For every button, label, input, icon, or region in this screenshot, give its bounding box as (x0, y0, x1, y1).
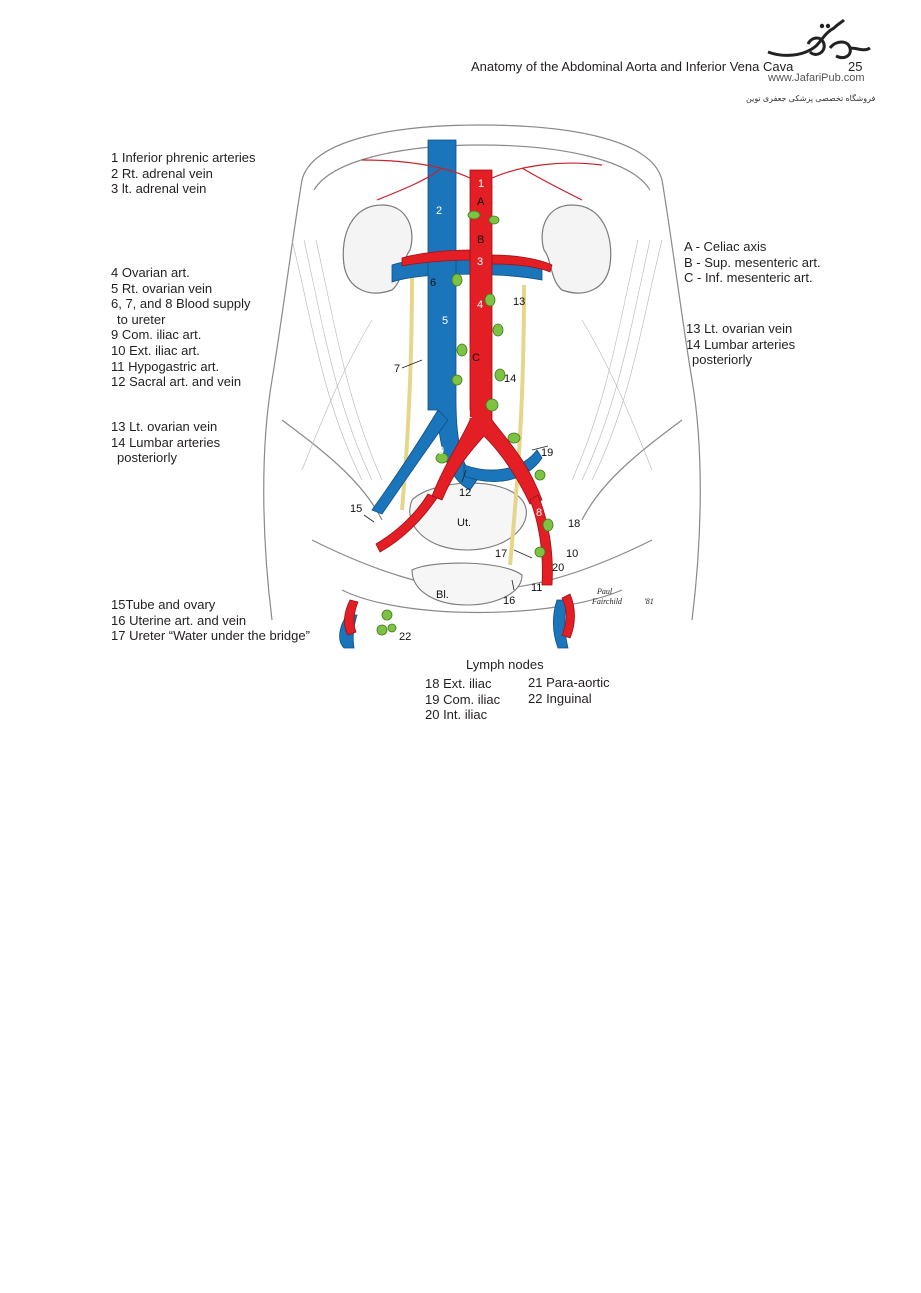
legend-item: 10 Ext. iliac art. (111, 342, 200, 358)
legend-item: 22 Inguinal (528, 690, 592, 706)
legend-item: 14 Lumbar arteries (111, 434, 221, 450)
legend-item: 19 Com. iliac (425, 691, 501, 707)
leader-lines (363, 359, 549, 591)
legend-item: 3 lt. adrenal vein (111, 181, 207, 197)
legend-item: 9 Com. iliac art. (111, 327, 202, 343)
callout-A: A (477, 196, 485, 208)
legend-item: 5 Rt. ovarian vein (111, 280, 213, 296)
legend-item: 21 Para-aortic (528, 675, 610, 690)
legend-item: posteriorly (692, 352, 752, 368)
legend-item: 11 Hypogastric art. (111, 358, 220, 374)
legend-item: C - Inf. mesenteric art. (684, 270, 813, 286)
artist-signature-line-1: Paul (596, 587, 613, 596)
store-name: فروشگاه تخصصی پزشکی جعفری نوین (746, 94, 876, 103)
callout-4: 4 (477, 299, 483, 311)
callout-8: 8 (536, 507, 542, 519)
lymph-nodes-col2: 21 Para-aortic 22 Inguinal (528, 675, 610, 706)
callout-5: 5 (442, 315, 448, 327)
callout-11: 11 (531, 582, 542, 594)
publisher-logo (767, 18, 871, 60)
callout-1: 1 (478, 178, 484, 190)
callout-14: 14 (504, 373, 516, 385)
legend-item: 1 Inferior phrenic arteries (111, 150, 256, 165)
legend-item: 13 Lt. ovarian vein (686, 321, 793, 336)
phrenic-branches (361, 159, 603, 201)
callout-22: 22 (399, 631, 411, 643)
callout-9: 9 (438, 445, 444, 457)
callout-15: 15 (350, 503, 362, 515)
callout-7: 7 (394, 363, 400, 375)
legend-right-middle: 13 Lt. ovarian vein 14 Lumbar arteries p… (686, 321, 795, 368)
lymph-nodes-heading: Lymph nodes (466, 657, 544, 672)
callout-2: 2 (436, 205, 442, 217)
legend-left-middle: 4 Ovarian art. 5 Rt. ovarian vein 6, 7, … (111, 265, 251, 390)
callout-21: 21 (460, 409, 472, 421)
callout-13: 13 (513, 296, 525, 308)
callout-3: 3 (477, 256, 483, 268)
callout-bl: Bl. (436, 589, 449, 601)
artist-signature-line-2: Fairchild (591, 597, 623, 606)
legend-item: to ureter (117, 311, 166, 327)
callout-16: 16 (503, 595, 515, 607)
legend-left-bottom: 15Tube and ovary 16 Uterine art. and vei… (111, 597, 310, 644)
legend-item: 2 Rt. adrenal vein (111, 165, 213, 181)
abdominal-anatomy-illustration: 1 A B 2 3 4 5 6 7 C 13 14 21 9 19 12 15 … (263, 124, 701, 649)
legend-item: posteriorly (117, 450, 177, 466)
callout-B: B (477, 234, 484, 246)
callout-12: 12 (459, 487, 471, 499)
legend-item: B - Sup. mesenteric art. (684, 254, 821, 270)
pelvic-organs (409, 482, 527, 606)
lymph-node-markers (376, 210, 554, 636)
legend-item: 16 Uterine art. and vein (111, 612, 247, 628)
site-url: www.JafariPub.com (768, 72, 865, 84)
legend-item: 4 Ovarian art. (111, 265, 190, 280)
callout-18: 18 (568, 518, 580, 530)
legend-item: 17 Ureter “Water under the bridge” (111, 628, 310, 644)
legend-item: 14 Lumbar arteries (686, 336, 796, 352)
legend-right-top: A - Celiac axis B - Sup. mesenteric art.… (684, 239, 821, 286)
legend-item: 12 Sacral art. and vein (111, 374, 242, 390)
callout-6: 6 (430, 277, 436, 289)
legend-left-lower: 13 Lt. ovarian vein 14 Lumbar arteries p… (111, 419, 220, 466)
legend-item: 13 Lt. ovarian vein (111, 419, 218, 434)
page-number: 25 (848, 59, 863, 74)
legend-left-top: 1 Inferior phrenic arteries 2 Rt. adrena… (111, 150, 256, 197)
callout-10: 10 (566, 548, 578, 560)
page-title: Anatomy of the Abdominal Aorta and Infer… (471, 59, 794, 74)
arteries (344, 169, 575, 639)
muscle-lines (291, 239, 663, 481)
body-outline (263, 124, 701, 621)
callout-17: 17 (495, 548, 507, 560)
callout-20: 20 (552, 562, 564, 574)
legend-item: 20 Int. iliac (425, 707, 488, 723)
artist-signature-line-3: '81 (644, 597, 654, 606)
legend-item: A - Celiac axis (684, 239, 767, 254)
callout-C: C (472, 352, 480, 364)
callout-ut: Ut. (457, 517, 471, 529)
legend-item: 6, 7, and 8 Blood supply (111, 296, 251, 312)
legend-item: 15Tube and ovary (111, 597, 216, 612)
callout-19: 19 (541, 447, 553, 459)
lymph-nodes-col1: 18 Ext. iliac 19 Com. iliac 20 Int. ilia… (425, 676, 500, 723)
legend-item: 18 Ext. iliac (425, 676, 492, 691)
